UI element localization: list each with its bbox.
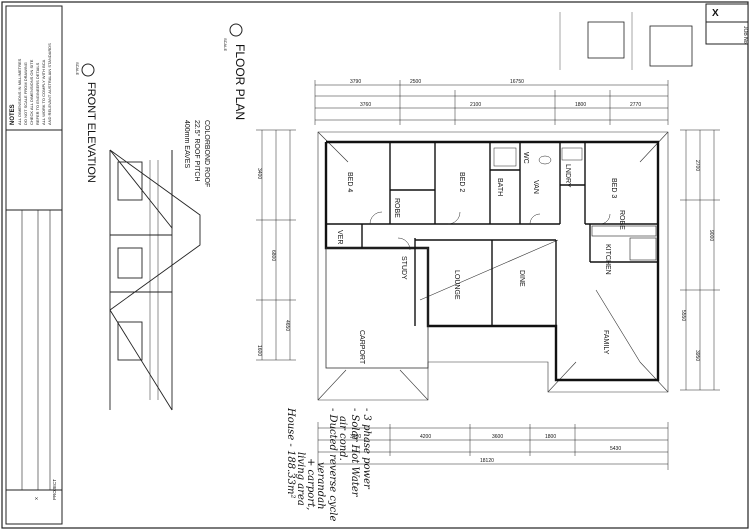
bottom-dimension-lines	[317, 422, 669, 470]
dim-left-4: 1600	[256, 345, 262, 356]
handwritten-line-2: living area	[295, 452, 306, 506]
roof-outline	[317, 131, 669, 401]
right-dimension-lines	[680, 129, 720, 391]
dim-top-2: 2500	[410, 79, 421, 85]
floor-plan-title: FLOOR PLAN	[233, 44, 247, 120]
room-lndry: LNDRY	[564, 164, 571, 188]
dim-top-3: 16750	[510, 79, 524, 85]
title-block: NOTES ALL DIMENSIONS IN MILLIMETRES DO N…	[5, 5, 63, 525]
dim-bottom-3: 3600	[492, 434, 503, 440]
project-value: X	[34, 497, 39, 500]
handwritten-line-6: air cond.	[337, 416, 348, 461]
room-bed4: BED 4	[346, 172, 353, 192]
room-ver: VER	[336, 230, 343, 244]
toilet	[538, 155, 552, 165]
elevation-scale: SCALE	[75, 62, 80, 75]
notes-block: NOTES ALL DIMENSIONS IN MILLIMETRES DO N…	[10, 43, 52, 125]
dim-bottom-1: 3480	[350, 434, 361, 440]
floor-plan-heading: FLOOR PLAN SCALE COLORBOND ROOF 22.5° RO…	[183, 23, 247, 187]
front-elevation: FRONT ELEVATION SCALE	[75, 62, 201, 411]
dim-bottom-2: 4200	[420, 434, 431, 440]
internal-walls	[326, 142, 658, 326]
room-study: STUDY	[400, 256, 407, 280]
dim-left-2: 6800	[270, 250, 276, 261]
handwritten-line-1: House - 188.33m²	[285, 407, 296, 498]
note-line-3: CHECK ALL DIMENSIONS ON SITE	[29, 59, 34, 125]
room-dine: DINE	[518, 270, 525, 287]
dim-bottom-5: 5430	[610, 446, 621, 452]
note-line-5: ALL WORK TO COMPLY WITH BCA	[41, 59, 46, 125]
handwritten-line-4: verandah	[315, 462, 326, 510]
roof-note-2: 22.5° ROOF PITCH	[193, 120, 201, 182]
handwritten-line-5: - Ducted reverse cycle	[327, 408, 338, 521]
project-label: PROJECT	[52, 479, 57, 500]
room-bed2: BED 2	[458, 172, 465, 192]
dim-right-2: 9000	[708, 230, 714, 241]
dim-right-1: 2700	[694, 160, 700, 171]
dim-top-7: 1800	[575, 102, 586, 108]
dim-right-3: 5550	[680, 310, 686, 321]
dim-right-4: 3950	[694, 350, 700, 361]
note-line-4: REFER TO ENGINEERS DETAILS	[35, 62, 40, 125]
room-carport: CARPORT	[358, 330, 365, 365]
dim-bottom-4: 1800	[545, 434, 556, 440]
carport-slab	[325, 247, 429, 369]
room-robe1: ROBE	[393, 198, 400, 218]
room-van: VAN	[532, 180, 539, 194]
dim-top-6: 2100	[470, 102, 481, 108]
bath-tub	[493, 147, 517, 167]
handwritten-line-3: + carport,	[305, 458, 316, 510]
dim-top-4: 3760	[360, 102, 371, 108]
handwritten-line-8: - 3 phase power	[361, 408, 372, 490]
job-number-label: JOB No	[742, 26, 748, 44]
handwritten-line-7: - Solar Hot Water	[349, 408, 360, 498]
elevation-title: FRONT ELEVATION	[85, 82, 97, 183]
roof-note-3: 400mm EAVES	[183, 120, 190, 168]
room-bath: BATH	[496, 178, 503, 196]
room-bed3: BED 3	[610, 178, 617, 198]
handwritten-notes: House - 188.33m² living area + carport, …	[285, 407, 372, 521]
door-swings	[369, 211, 611, 251]
note-line-6: AND RELEVANT AUSTRALIAN STANDARDS	[47, 43, 52, 125]
room-kitchen: KITCHEN	[604, 244, 611, 275]
floor-plan-scale: SCALE	[223, 38, 228, 51]
floor-plan: 3790 2500 16750 3760 2770 2100 1800 3400…	[256, 79, 720, 470]
laundry-tub	[561, 147, 583, 161]
dim-top-1: 3790	[350, 79, 361, 85]
room-family: FAMILY	[602, 330, 609, 355]
job-number-value: X	[712, 8, 719, 19]
dim-left-3: 4650	[284, 320, 290, 331]
dim-bottom-6: 18120	[480, 458, 494, 464]
dim-left-1: 3400	[256, 168, 262, 179]
kitchen-island	[629, 237, 657, 261]
kitchen-bench	[591, 225, 657, 237]
notes-title: NOTES	[10, 104, 16, 125]
note-line-2: DO NOT SCALE FROM DRAWING	[23, 62, 28, 125]
note-line-1: ALL DIMENSIONS IN MILLIMETRES	[17, 58, 22, 125]
top-dimension-lines	[314, 80, 669, 125]
left-dimension-lines	[256, 129, 296, 361]
room-lounge: LOUNGE	[453, 270, 460, 300]
dim-top-5: 2770	[630, 102, 641, 108]
roof-note-1: COLORBOND ROOF	[203, 120, 210, 187]
detail-sketches	[559, 12, 693, 70]
room-robe2: ROBE	[618, 210, 625, 230]
room-wc: WC	[522, 152, 529, 164]
job-number-box: X JOB No	[705, 3, 749, 45]
